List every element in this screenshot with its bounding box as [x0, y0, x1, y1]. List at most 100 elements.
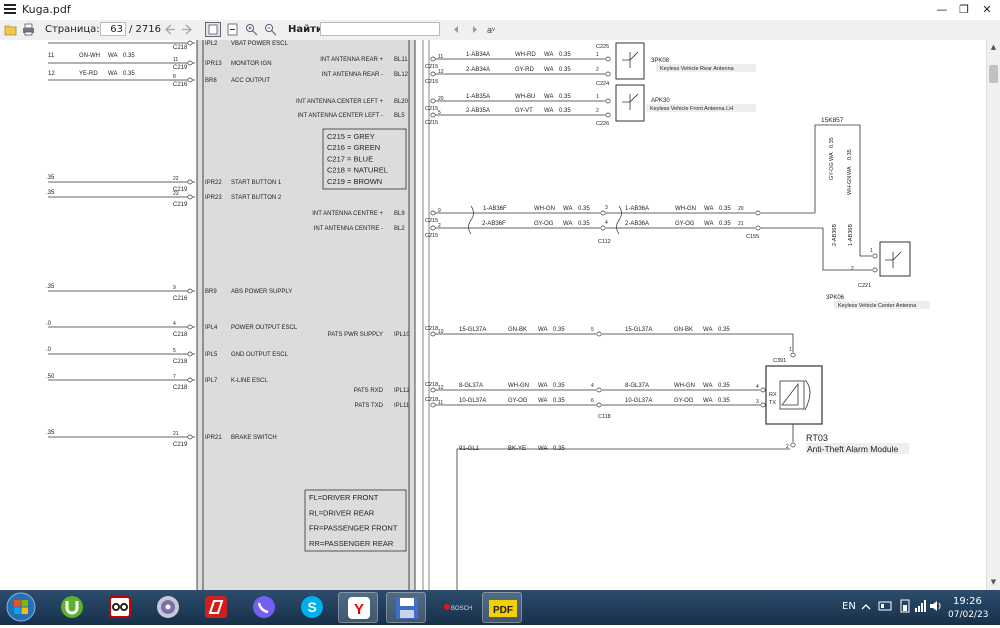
wire-color: GY-OG [674, 398, 694, 404]
wire-size: 0.35 [553, 398, 565, 404]
connector-color-legend-item: C218 = NATUREL [327, 166, 388, 175]
diagnostic-app-taskbar-button[interactable] [196, 592, 236, 623]
clock-time[interactable]: 19:26 [953, 596, 982, 607]
search-input[interactable] [320, 22, 440, 36]
svg-text:S: S [308, 599, 317, 615]
utorrent-taskbar-button[interactable] [52, 592, 92, 623]
left-connector-label: C216 [173, 296, 188, 302]
minimize-button[interactable]: — [936, 3, 948, 16]
start-button[interactable] [6, 592, 36, 622]
previous-page-icon[interactable] [163, 23, 176, 36]
fit-width-icon[interactable] [226, 23, 239, 36]
wire-id: 1-AB34A [466, 52, 490, 58]
language-indicator[interactable]: EN [842, 601, 856, 612]
left-connector-label: C218 [173, 45, 188, 51]
pdf-viewer-taskbar-button[interactable]: PDF [482, 592, 522, 623]
page-number-input[interactable]: 63 [100, 22, 126, 36]
close-button[interactable]: ✕ [982, 3, 992, 16]
module-ground-pin [790, 442, 796, 448]
fit-page-icon[interactable] [205, 22, 221, 37]
right-pin-id: IPL12 [394, 388, 410, 394]
left-pin-number: 8 [173, 74, 176, 80]
component-ref: 3PK06 [826, 295, 845, 301]
zoom-in-icon[interactable] [245, 23, 258, 36]
c221-pin-number: 1 [870, 248, 873, 254]
print-icon[interactable] [22, 23, 35, 36]
rear-antenna-pin [605, 56, 611, 62]
scroll-down-icon[interactable]: ▼ [990, 578, 997, 586]
c118-pin [596, 331, 602, 337]
match-case-icon[interactable]: aᵛ [487, 23, 500, 36]
right-connector-label: C215 [425, 106, 438, 112]
right-pin-id: IPL10 [394, 332, 410, 338]
wire-number: 11 [48, 53, 55, 59]
scrollbar-thumb[interactable] [989, 65, 998, 83]
wire-size: 0.35 [553, 383, 565, 389]
vertical-wire-label: 0.35 [829, 137, 835, 148]
clock-date[interactable]: 07/02/23 [948, 610, 989, 620]
right-connector-pin [430, 331, 436, 337]
component-desc-bg [656, 64, 756, 72]
media-player-taskbar-button[interactable] [148, 592, 188, 623]
car-app-taskbar-button[interactable] [100, 592, 140, 623]
module-pin-number: 3 [756, 399, 759, 405]
maximize-button[interactable]: ❐ [959, 3, 969, 16]
c118-pin-number: 4 [591, 383, 594, 389]
left-connector-label: C219 [173, 187, 188, 193]
right-pin-number: 12 [438, 69, 444, 75]
show-hidden-icons-icon[interactable] [861, 602, 871, 612]
center-antenna-route [814, 124, 872, 257]
right-pin-label: PATS TXD [355, 403, 384, 409]
left-pin-id: BR8 [205, 78, 217, 84]
left-pin-number: 21 [173, 431, 179, 437]
component-desc: Keyless Vehicle Rear Antenna [660, 66, 735, 72]
front-antenna-pin [605, 98, 611, 104]
wire-type: WA [538, 446, 547, 452]
right-pin-id: BL9 [394, 211, 405, 217]
vertical-scrollbar[interactable]: ▲ ▼ [986, 40, 1000, 590]
left-wire-size-stub: .0 [46, 321, 52, 327]
wire-id: 2-AB36A [625, 221, 649, 227]
transceiver-box [779, 380, 805, 410]
skype-taskbar-button[interactable]: S [292, 592, 332, 623]
volume-icon[interactable] [929, 599, 943, 613]
bosch-app-taskbar-button[interactable]: BOSCH [434, 592, 474, 623]
right-connector-pin [430, 71, 436, 77]
right-pin-number: 20 [438, 96, 444, 102]
tx-label: TX [769, 400, 776, 406]
wire-size: 0.35 [559, 67, 571, 73]
network-icon[interactable] [914, 599, 928, 613]
zoom-out-icon[interactable] [264, 23, 277, 36]
right-pin-number: 10 [438, 329, 444, 335]
find-next-icon[interactable] [468, 23, 481, 36]
wire-color: GY-VT [515, 108, 533, 114]
scroll-up-icon[interactable]: ▲ [990, 43, 997, 51]
next-page-icon[interactable] [181, 23, 194, 36]
left-wire-size-stub: .35 [46, 190, 55, 196]
wire-size: 0.35 [719, 221, 731, 227]
find-previous-icon[interactable] [450, 23, 463, 36]
left-pin-id: IPR23 [205, 195, 222, 201]
yandex-browser-taskbar-button[interactable]: Y [338, 592, 378, 623]
right-pin-number: 12 [438, 385, 444, 391]
position-legend-item: RR=PASSENGER REAR [309, 539, 394, 548]
window-title: Kuga.pdf [22, 3, 71, 16]
wire-size: 0.35 [718, 398, 730, 404]
skype-icon: S [301, 596, 323, 618]
right-connector-label: C215 [425, 120, 438, 126]
c118-pin [596, 402, 602, 408]
viber-taskbar-button[interactable] [244, 592, 284, 623]
menu-icon[interactable] [3, 2, 17, 16]
tray-settings-icon[interactable] [878, 599, 892, 613]
left-pin-id: IPL2 [205, 41, 218, 47]
component-desc: Keyless Vehicle Front Antenna LH [650, 106, 733, 112]
left-connector-pin [187, 60, 193, 66]
position-legend-item: FL=DRIVER FRONT [309, 493, 379, 502]
open-file-icon[interactable] [4, 23, 17, 36]
battery-icon[interactable] [898, 599, 912, 613]
left-pin-id: IPL5 [205, 352, 218, 358]
wire-type: WA [704, 206, 713, 212]
c118-pin-number: 6 [591, 398, 594, 404]
right-pin-label: PATS RXD [354, 388, 384, 394]
file-manager-taskbar-button[interactable] [386, 592, 426, 623]
